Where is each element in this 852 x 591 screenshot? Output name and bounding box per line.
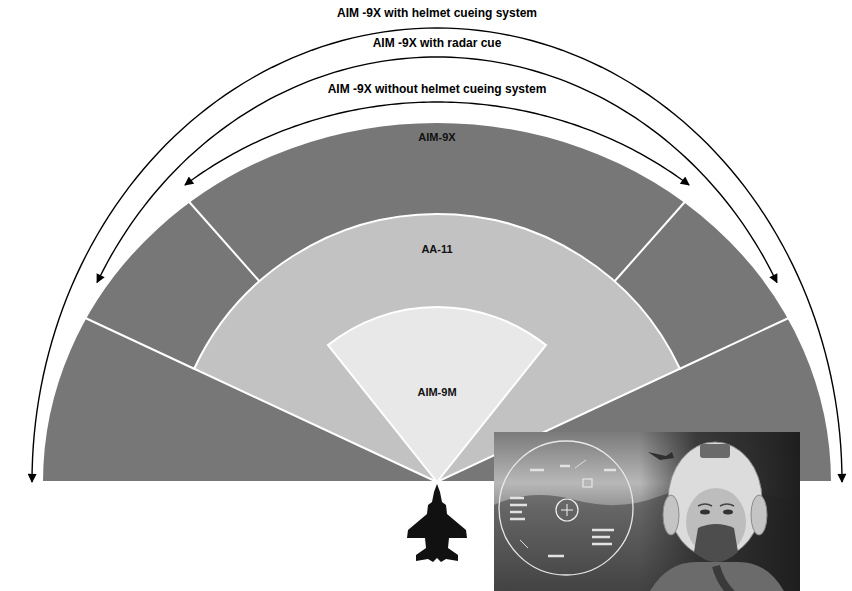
oxygen-mask	[694, 524, 738, 562]
hud-reticle	[556, 499, 578, 521]
helmet-ear-left	[663, 495, 679, 535]
range-label: AIM -9X with helmet cueing system	[335, 6, 539, 20]
zone-divider	[615, 202, 685, 282]
zone-divider	[85, 318, 194, 369]
range-arrows	[32, 28, 842, 482]
helmet-ear-right	[751, 495, 767, 535]
zone-fill	[42, 122, 832, 482]
pilot-eye	[700, 510, 710, 515]
fighter-jet-symbol	[407, 484, 467, 562]
hud-cross	[561, 504, 573, 516]
range-label: AIM -9X with radar cue	[371, 36, 504, 50]
range-arrow	[32, 28, 842, 482]
zone-label: AIM-9X	[418, 131, 455, 144]
zone-fill	[194, 214, 680, 482]
pilot-eye	[723, 510, 733, 515]
zone-label: AIM-9M	[417, 386, 456, 399]
range-label: AIM -9X without helmet cueing system	[326, 82, 549, 96]
zone-fill	[328, 307, 546, 482]
zone-divider	[189, 202, 259, 282]
oxygen-hose	[716, 566, 732, 591]
pilot-brows	[698, 504, 734, 506]
coverage-zone: AIM-9M	[262, 307, 612, 482]
zone-label: AA-11	[421, 243, 452, 256]
coverage-zone: AA-11AIM-9M	[169, 214, 705, 482]
zone-divider	[680, 318, 789, 369]
coverage-zone: AIM-9X AA-11AIM-9M	[42, 122, 832, 482]
